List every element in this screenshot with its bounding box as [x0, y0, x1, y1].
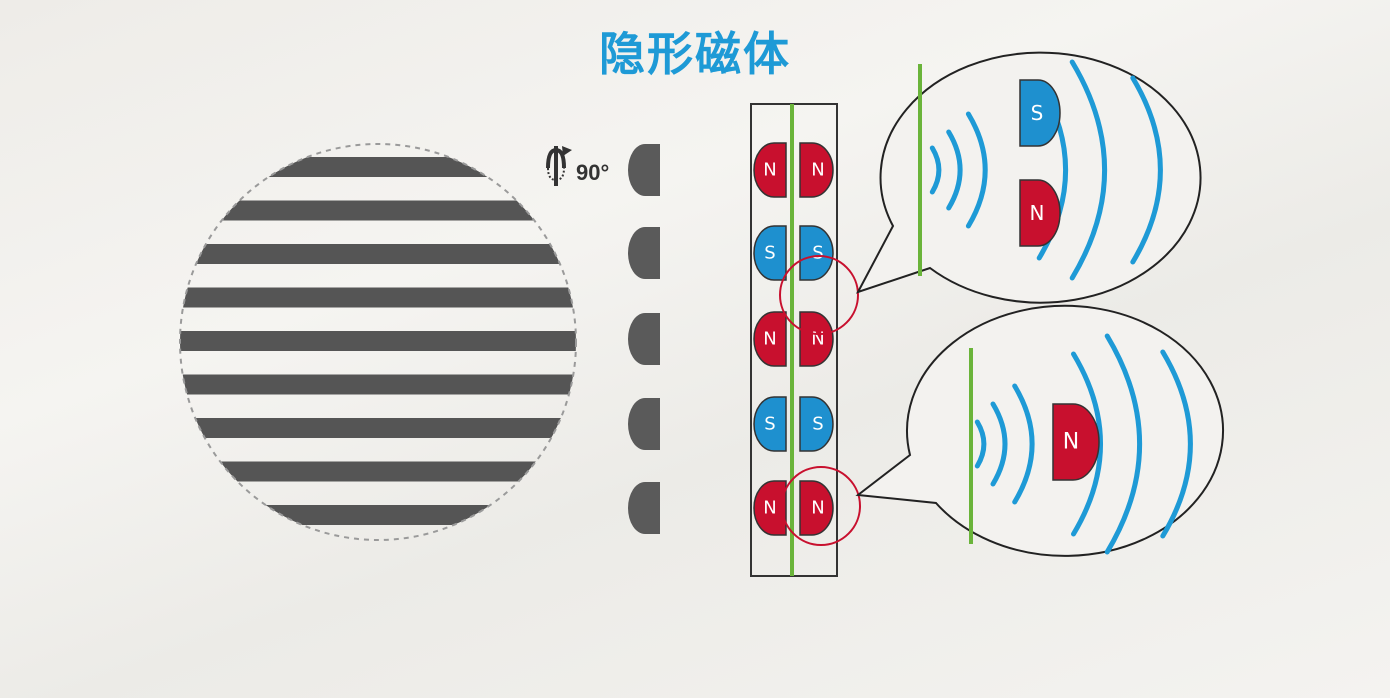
magnet-pole-label: N [763, 160, 776, 181]
disc-stripe [180, 200, 576, 221]
magnet-pole-label: S [764, 414, 775, 435]
disc-stripe [180, 157, 576, 177]
disc-stripe [180, 374, 576, 395]
field-line [1069, 59, 1108, 281]
striped-disc [179, 143, 577, 541]
rotation-angle-label: 90° [576, 160, 609, 185]
page-title: 隐形磁体 [599, 27, 791, 81]
magnet-right-n [799, 480, 834, 536]
magnet-left-n [753, 311, 787, 367]
disc-stripe [180, 418, 576, 438]
magnet-left-s [753, 396, 787, 452]
grey-magnet-shape [628, 144, 660, 196]
callout-top: SN [855, 51, 1202, 304]
magnet-right-s [799, 225, 834, 281]
magnet-left-s [753, 225, 787, 281]
callout-pole-n [1052, 403, 1100, 481]
magnet-column: N N S S N N S S N N [753, 142, 834, 536]
field-line [929, 145, 942, 195]
grey-magnet-shape [628, 227, 660, 279]
magnet-left-n [753, 480, 787, 536]
callout-bottom: N [855, 304, 1224, 557]
disc-stripe [180, 461, 576, 482]
disc-stripe [180, 331, 576, 351]
magnet-pole-label: N [811, 160, 824, 181]
magnet-pole-label: N [763, 329, 776, 350]
magnet-pole-label: N [811, 498, 824, 519]
field-line [1104, 333, 1143, 555]
callout-pole-label: N [1063, 430, 1079, 455]
grey-magnet-shape [628, 313, 660, 365]
field-line [990, 401, 1008, 487]
field-line [1071, 351, 1103, 537]
grey-magnet-shape [628, 482, 660, 534]
magnet-right-s [799, 396, 834, 452]
magnet-right-n [799, 142, 834, 198]
magnet-pole-label: S [812, 414, 823, 435]
highlight-circle-bottom [781, 466, 861, 546]
field-line [974, 419, 987, 469]
magnet-left-n [753, 142, 787, 198]
callout-pole-n [1019, 179, 1061, 247]
field-line [1130, 75, 1163, 265]
callout-pole-label: N [1030, 201, 1045, 225]
magnet-pole-label: N [811, 329, 824, 350]
grey-magnet-shape [628, 398, 660, 450]
magnet-pole-label: N [763, 498, 776, 519]
rotate-icon [546, 146, 572, 186]
field-line [965, 111, 988, 229]
disc-stripe [180, 244, 576, 264]
magnet-pole-label: S [812, 243, 823, 264]
field-line [946, 129, 963, 211]
highlight-circle-top [779, 255, 859, 335]
rotated-magnet-column [628, 144, 660, 534]
callout-pole-label: S [1031, 101, 1044, 125]
disc-stripe [180, 287, 576, 308]
magnet-right-n [799, 311, 834, 367]
magnet-pole-label: S [764, 243, 775, 264]
field-line [1012, 383, 1035, 505]
disc-stripe [180, 505, 576, 525]
field-line [1160, 349, 1193, 539]
callout-pole-s [1019, 79, 1061, 147]
